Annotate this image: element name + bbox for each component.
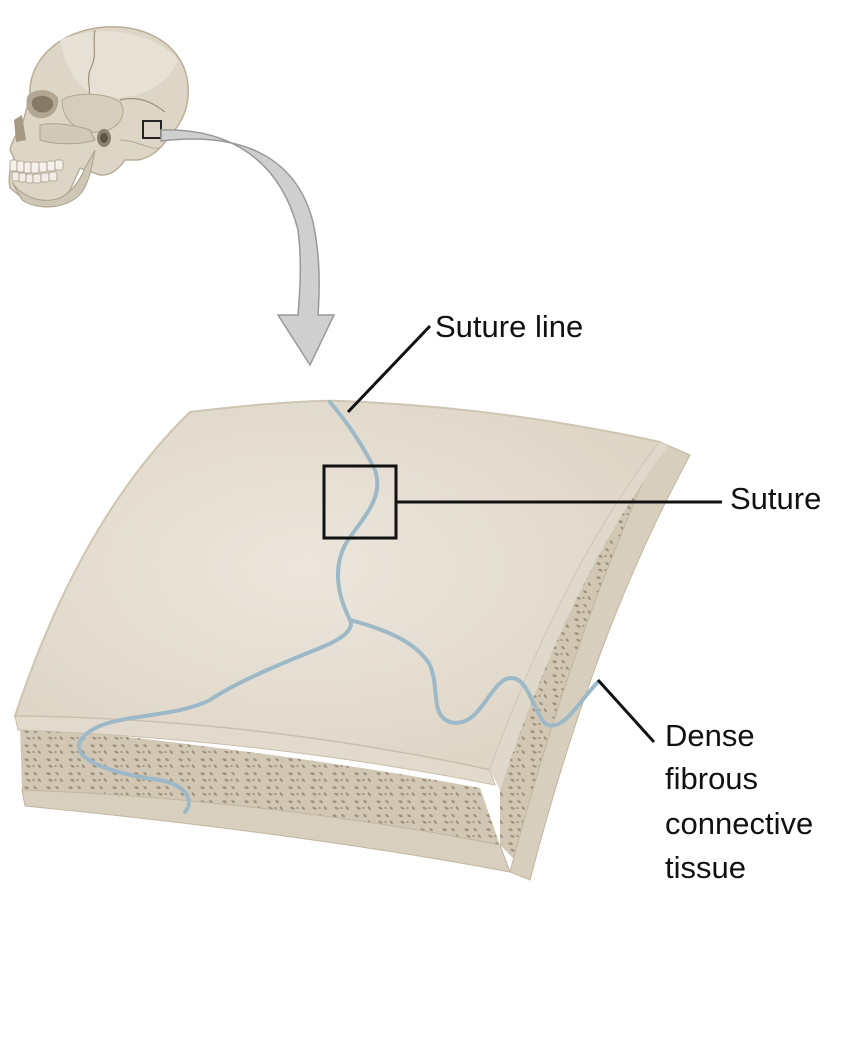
- label-dense-2: fibrous: [665, 761, 758, 796]
- label-dense-4: tissue: [665, 850, 746, 885]
- dense-tissue-leader: [596, 678, 656, 744]
- label-dense-3: connective: [665, 806, 813, 841]
- bone-side-rim: [509, 441, 691, 881]
- suture-line-branch: [348, 618, 600, 728]
- suture-line: [77, 400, 380, 814]
- bone-side-inner-rim: [490, 442, 668, 790]
- bone-front-spongy: [20, 725, 500, 845]
- zoom-arrow: [160, 129, 336, 367]
- suture-line-leader: [346, 324, 432, 414]
- lower-teeth: [11, 171, 58, 184]
- label-dense-1: Dense: [665, 718, 755, 753]
- upper-teeth: [9, 159, 64, 174]
- skull-icon: [8, 26, 189, 208]
- bone-front-rim: [14, 715, 496, 786]
- label-suture: Suture: [730, 481, 821, 516]
- label-suture-line: Suture line: [435, 309, 583, 344]
